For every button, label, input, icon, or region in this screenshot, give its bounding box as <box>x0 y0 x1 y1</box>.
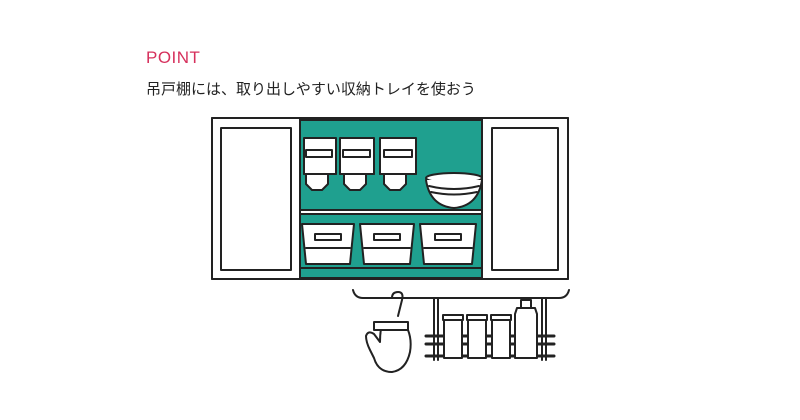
hanging-rail <box>352 289 570 299</box>
pitcher-icon <box>379 137 417 191</box>
pitcher-icon <box>303 137 337 191</box>
tray-icon <box>419 223 477 265</box>
tray-icon <box>359 223 415 265</box>
spice-jar <box>467 317 487 359</box>
bottle-icon <box>514 299 538 359</box>
point-label: POINT <box>146 48 201 67</box>
right-door <box>481 117 569 280</box>
oven-mitt-icon <box>365 291 412 373</box>
tray-icon <box>301 223 355 265</box>
spice-rack-icon <box>424 297 556 361</box>
left-door <box>211 117 301 280</box>
spice-jar <box>491 317 511 359</box>
pitcher-icon <box>339 137 375 191</box>
caption-text: 吊戸棚には、取り出しやすい収納トレイを使おう <box>146 80 476 98</box>
bowl-icon <box>425 172 483 209</box>
spice-jar <box>443 317 463 359</box>
